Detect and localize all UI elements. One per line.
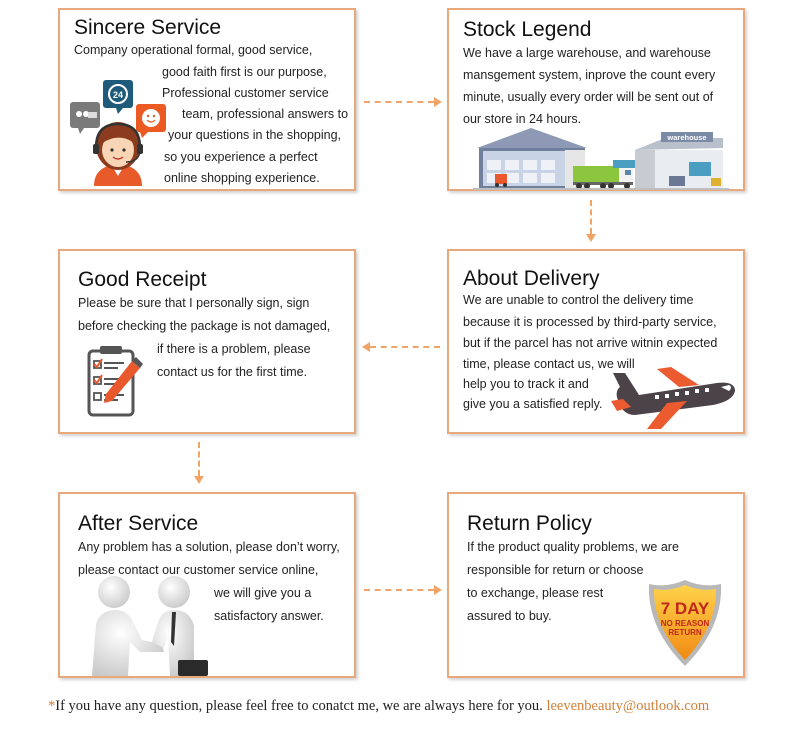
panel-text-line: our store in 24 hours.	[463, 112, 582, 126]
badge-days: 7 DAY	[661, 599, 710, 618]
clipboard-checklist-icon	[87, 346, 143, 417]
panel-text-line: your questions in the shopping,	[168, 128, 342, 142]
flow-arrow-right	[364, 97, 442, 107]
flow-arrow-down	[194, 442, 204, 484]
panel-title: Sincere Service	[74, 16, 222, 39]
panel-title: About Delivery	[463, 267, 600, 290]
panel-text-line: time, please contact us, we will	[463, 357, 635, 371]
warehouse-sign: warehouse	[666, 133, 706, 142]
panel-text-line: to exchange, please rest	[467, 586, 604, 600]
footer-asterisk: *	[48, 698, 56, 714]
svg-text:24: 24	[113, 90, 123, 100]
customer-service-agent-icon: 24	[70, 80, 166, 186]
panel-sincere-service: Sincere Service Company operational form…	[58, 8, 356, 191]
panel-text-line: We are unable to control the delivery ti…	[463, 293, 694, 307]
panel-text-line: minute, usually every order will be sent…	[463, 90, 714, 104]
panel-after-service: After Service Any problem has a solution…	[58, 492, 356, 678]
flow-arrow-right	[364, 585, 442, 595]
panel-title: After Service	[78, 512, 199, 535]
agent-woman-icon	[93, 122, 143, 186]
panel-text-line: we will give you a	[214, 586, 312, 600]
panel-text-line: We have a large warehouse, and warehouse	[463, 46, 711, 60]
panel-text-line: satisfactory answer.	[214, 609, 324, 623]
panel-title: Stock Legend	[463, 18, 592, 41]
panel-text-line: give you a satisfied reply.	[463, 397, 603, 411]
panel-text-line: if there is a problem, please	[157, 342, 311, 356]
contact-email-link[interactable]: leevenbeauty@outlook.com	[546, 698, 710, 714]
panel-text-line: mansgement system, inprove the count eve…	[463, 68, 716, 82]
footer-text: If you have any question, please feel fr…	[55, 698, 543, 714]
panel-text-line: good faith first is our purpose,	[162, 65, 327, 79]
panel-text-line: online shopping experience.	[164, 171, 320, 185]
panel-text-line: team, professional answers to	[182, 107, 349, 121]
panel-text-line: because it is processed by third-party s…	[463, 315, 717, 329]
badge-return: RETURN	[668, 628, 702, 637]
footer-contact-note: *If you have any question, please feel f…	[48, 698, 709, 715]
warehouse-illustration-icon: warehouse	[473, 128, 729, 190]
panel-text-line: before checking the package is not damag…	[78, 319, 331, 333]
panel-text-line: but if the parcel has not arrive witnin …	[463, 336, 718, 350]
panel-title: Return Policy	[467, 512, 592, 535]
panel-text-line: Professional customer service	[162, 86, 329, 100]
panel-text-line: help you to track it and	[463, 377, 589, 391]
panel-good-receipt: Good Receipt Please be sure that I perso…	[58, 249, 356, 434]
handshake-icon	[92, 576, 208, 676]
panel-text-line: assured to buy.	[467, 609, 552, 623]
24-hour-icon: 24	[103, 80, 133, 114]
panel-text-line: If the product quality problems, we are	[467, 540, 679, 554]
panel-title: Good Receipt	[78, 268, 207, 291]
panel-text-line: contact us for the first time.	[157, 365, 308, 379]
flow-arrow-down	[586, 200, 596, 242]
panel-stock-legend: Stock Legend We have a large warehouse, …	[447, 8, 745, 191]
flow-arrow-left	[362, 342, 440, 352]
panel-about-delivery: About Delivery We are unable to control …	[447, 249, 745, 434]
smile-bubble-icon	[136, 104, 166, 138]
panel-text-line: Please be sure that I personally sign, s…	[78, 296, 310, 310]
panel-text-line: Company operational formal, good service…	[74, 43, 313, 57]
panel-text-line: please contact our customer service onli…	[78, 563, 319, 577]
7-day-return-shield-icon: 7 DAY NO REASON RETURN	[648, 580, 722, 666]
panel-text-line: so you experience a perfect	[164, 150, 318, 164]
panel-text-line: responsible for return or choose	[467, 563, 644, 577]
panel-return-policy: Return Policy If the product quality pro…	[447, 492, 745, 678]
airplane-icon	[611, 367, 735, 429]
badge-no-reason: NO REASON	[661, 619, 710, 628]
chat-bubble-icon	[70, 102, 100, 134]
panel-text-line: Any problem has a solution, please don’t…	[78, 540, 340, 554]
